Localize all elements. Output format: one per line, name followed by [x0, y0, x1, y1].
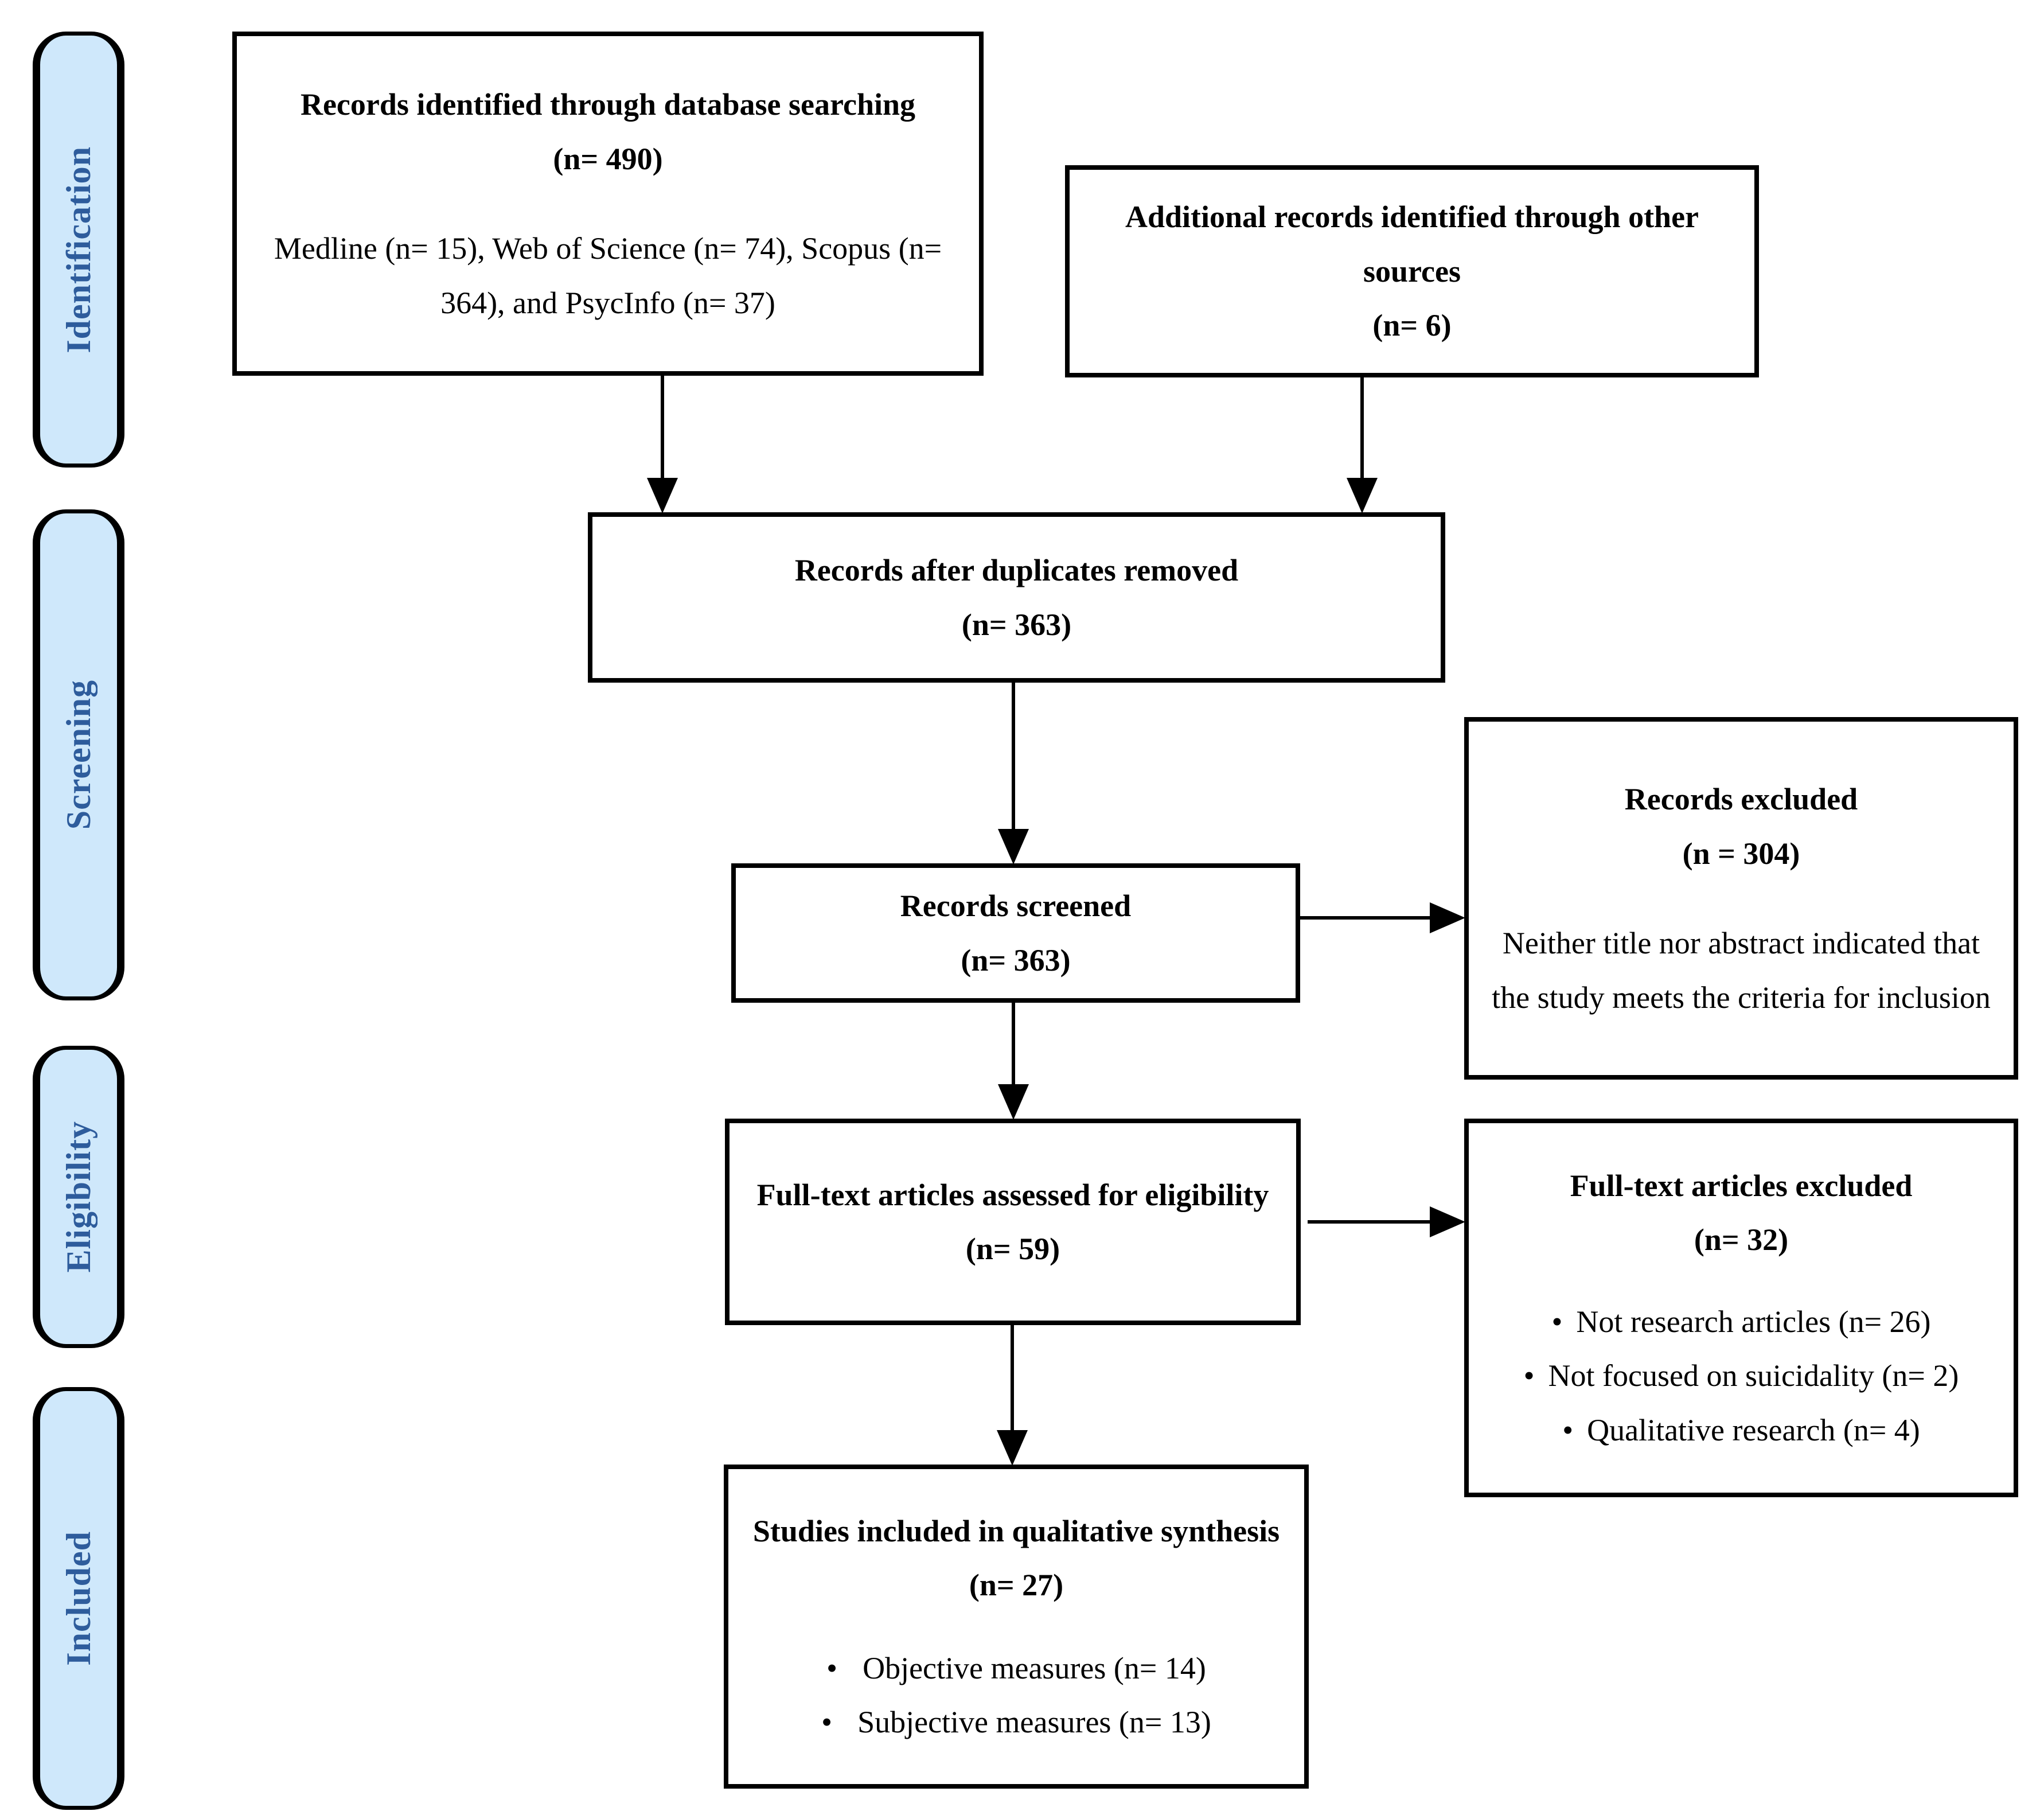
bullet-icon: • [821, 1705, 833, 1739]
box-additional-records-title: Additional records identified through ot… [1125, 200, 1699, 289]
box-studies-included-measures: • Objective measures (n= 14) • Subjective … [821, 1641, 1211, 1750]
bullet-icon: • [1562, 1412, 1574, 1447]
box-records-identified-title: Records identified through database sear… [300, 87, 916, 122]
box-fulltext-excluded-title: Full-text articles excluded [1570, 1168, 1913, 1203]
box-fulltext-excluded: Full-text articles excluded (n= 32) • Not… [1464, 1119, 2018, 1497]
list-item-text: Qualitative research (n= 4) [1587, 1412, 1920, 1447]
box-additional-records: Additional records identified through ot… [1065, 165, 1759, 377]
box-fulltext-excluded-count: (n= 32) [1694, 1222, 1789, 1257]
stage-label-eligibility: Eligibility [33, 1046, 124, 1348]
list-item: • Objective measures (n= 14) [821, 1641, 1211, 1696]
list-item: • Not focused on suicidality (n= 2) [1524, 1349, 1959, 1403]
box-additional-records-count: (n= 6) [1372, 308, 1452, 343]
box-fulltext-assessed: Full-text articles assessed for eligibil… [725, 1119, 1301, 1325]
box-fulltext-assessed-count: (n= 59) [965, 1232, 1060, 1266]
arrow-additional-to-dedup [1360, 377, 1364, 478]
stage-label-eligibility-text: Eligibility [59, 1121, 97, 1273]
stage-label-identification-text: Identification [59, 146, 97, 353]
box-studies-included: Studies included in qualitative synthesi… [724, 1465, 1309, 1789]
box-records-screened: Records screened (n= 363) [731, 863, 1300, 1003]
bullet-icon: • [1523, 1358, 1535, 1393]
bullet-icon: • [1551, 1304, 1563, 1339]
list-item: • Qualitative research (n= 4) [1524, 1403, 1959, 1458]
bullet-icon: • [826, 1650, 838, 1685]
list-item: • Not research articles (n= 26) [1524, 1295, 1959, 1349]
box-records-excluded-count: (n = 304) [1682, 836, 1800, 871]
box-studies-included-title: Studies included in qualitative synthesi… [752, 1513, 1280, 1548]
stage-label-included-text: Included [59, 1531, 97, 1666]
arrow-identified-to-dedup [661, 376, 664, 478]
arrow-dedup-to-screened [1012, 683, 1015, 829]
list-item-text: Subjective measures (n= 13) [857, 1705, 1211, 1739]
list-item-text: Not focused on suicidality (n= 2) [1548, 1358, 1959, 1393]
box-records-screened-count: (n= 363) [961, 943, 1071, 977]
list-item-text: Not research articles (n= 26) [1576, 1304, 1931, 1339]
box-records-excluded: Records excluded (n = 304) Neither title… [1464, 717, 2018, 1080]
box-studies-included-count: (n= 27) [969, 1568, 1064, 1602]
box-duplicates-removed-count: (n= 363) [961, 607, 1072, 642]
arrow-assessed-to-included [1011, 1325, 1014, 1430]
box-records-identified-sources: Medline (n= 15), Web of Science (n= 74),… [274, 231, 942, 320]
box-records-excluded-reason: Neither title nor abstract indicated tha… [1492, 926, 1991, 1015]
box-records-excluded-title: Records excluded [1624, 782, 1858, 816]
list-item: • Subjective measures (n= 13) [821, 1695, 1211, 1750]
list-item-text: Objective measures (n= 14) [863, 1650, 1206, 1685]
stage-label-included: Included [33, 1387, 124, 1810]
box-records-identified-count: (n= 490) [553, 141, 663, 176]
stage-label-screening: Screening [33, 509, 124, 1000]
arrow-screened-to-assessed [1012, 1003, 1015, 1084]
box-records-screened-title: Records screened [900, 889, 1132, 923]
arrow-assessed-to-ft-excluded [1308, 1220, 1430, 1224]
box-duplicates-removed-title: Records after duplicates removed [794, 553, 1239, 587]
stage-label-screening-text: Screening [59, 680, 97, 830]
box-records-identified: Records identified through database sear… [232, 32, 984, 376]
box-duplicates-removed: Records after duplicates removed (n= 363… [588, 512, 1445, 683]
stage-label-identification: Identification [33, 32, 124, 468]
box-fulltext-excluded-reasons: • Not research articles (n= 26) • Not focu… [1524, 1295, 1959, 1458]
box-fulltext-assessed-title: Full-text articles assessed for eligibil… [756, 1177, 1269, 1212]
arrow-screened-to-excluded [1299, 916, 1430, 920]
